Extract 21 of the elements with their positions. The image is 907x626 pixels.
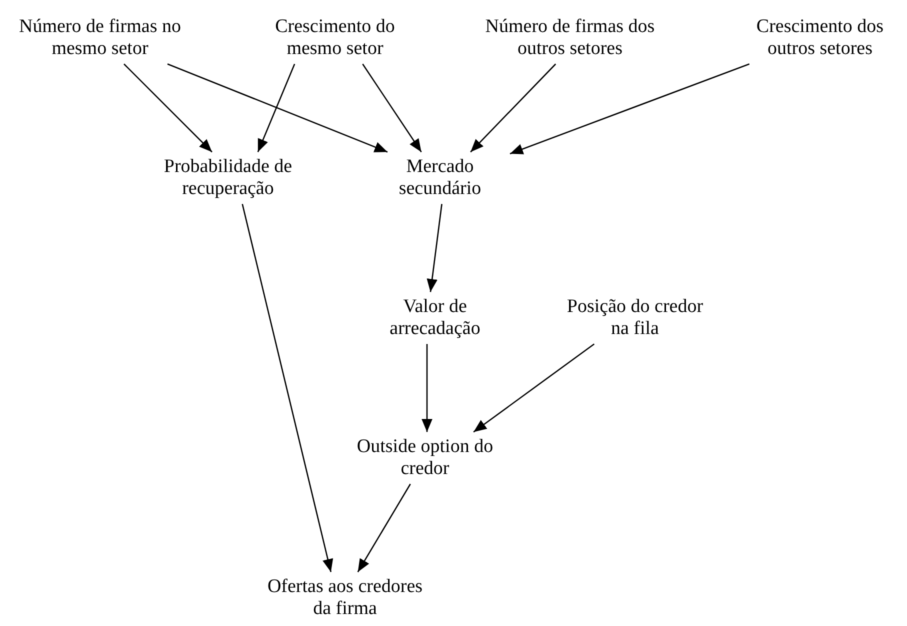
arrow bbox=[124, 64, 212, 152]
arrow bbox=[473, 343, 595, 433]
arrow bbox=[362, 64, 422, 152]
arrow bbox=[242, 204, 334, 572]
node-label: Ofertas aos credores da firma bbox=[266, 576, 424, 620]
node-label: Número de firmas no mesmo setor bbox=[18, 16, 182, 60]
node-label: Probabilidade de recuperação bbox=[162, 156, 294, 200]
node-label: Crescimento dos outros setores bbox=[755, 16, 885, 60]
arrow bbox=[357, 484, 411, 572]
arrow bbox=[257, 64, 296, 152]
arrow bbox=[167, 63, 388, 153]
node-label: Mercado secundário bbox=[398, 156, 482, 200]
arrow bbox=[470, 64, 556, 152]
node-label: Outside option do credor bbox=[356, 436, 494, 480]
arrow bbox=[510, 63, 750, 154]
node-label: Valor de arrecadação bbox=[388, 296, 482, 340]
arrow bbox=[426, 204, 442, 292]
node-label: Posição do credor na fila bbox=[566, 296, 704, 340]
node-label: Número de firmas dos outros setores bbox=[484, 16, 656, 60]
arrow bbox=[422, 344, 432, 432]
node-label: Crescimento do mesmo setor bbox=[274, 16, 396, 60]
